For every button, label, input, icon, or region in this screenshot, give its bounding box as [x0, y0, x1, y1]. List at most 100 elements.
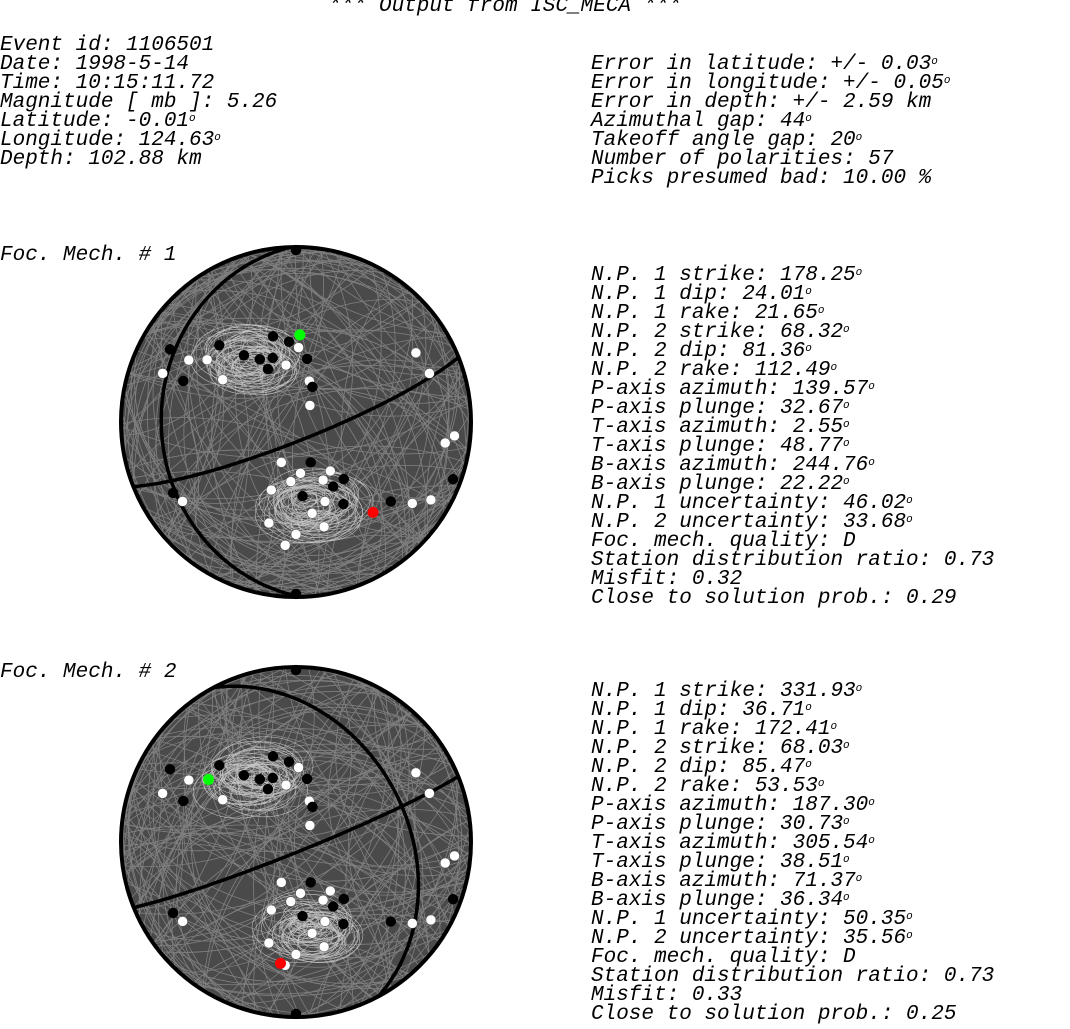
mechanism-2-param-line: T-axis azimuth: 305.54o [591, 832, 875, 855]
mechanism-2-param-line: Misfit: 0.33 [591, 984, 743, 1007]
ray-path [231, 299, 427, 586]
dilatation-station [304, 820, 316, 831]
ray-path [121, 685, 375, 852]
dilatation-station [424, 368, 435, 379]
compression-station [338, 918, 349, 930]
ray-path [127, 317, 437, 399]
ray-path [121, 846, 393, 990]
compression-station [164, 764, 176, 775]
ray-path [225, 261, 470, 404]
mechanism-2-param-line: N.P. 1 uncertainty: 50.35o [591, 908, 913, 931]
dense-ray [267, 477, 357, 531]
compression-station [447, 893, 459, 905]
ray-path [139, 691, 395, 764]
ray-path [121, 833, 442, 941]
compression-station [262, 783, 274, 795]
mechanism-2-param-line: Close to solution prob.: 0.25 [591, 1003, 957, 1026]
dilatation-station [285, 476, 297, 487]
compression-station [167, 907, 179, 919]
ray-path [206, 271, 320, 597]
dense-ray [293, 514, 312, 526]
compression-station [385, 916, 397, 927]
ray-path [275, 667, 424, 981]
ray-path [121, 728, 471, 830]
dense-ray [220, 756, 280, 793]
dilatation-station [410, 767, 422, 779]
mechanism-1-param-line: P-axis plunge: 32.67o [591, 397, 850, 420]
ray-path [121, 781, 449, 929]
ray-path [285, 667, 467, 883]
dense-ray [272, 907, 364, 963]
ray-path [258, 670, 394, 989]
dilatation-station [290, 529, 302, 540]
ray-path [126, 703, 434, 889]
event-info-line: Time: 10:15:11.72 [0, 72, 215, 95]
mechanism-1-param-line: N.P. 1 dip: 24.01o [591, 283, 812, 306]
ray-path [190, 673, 265, 1015]
p-axis-marker [367, 506, 379, 518]
ray-path [151, 718, 420, 942]
dilatation-station [280, 359, 292, 371]
ray-path [144, 696, 402, 942]
compression-station [307, 381, 318, 393]
event-info-line: Magnitude [ mb ]: 5.26 [0, 91, 278, 114]
ray-path [223, 894, 463, 1002]
ray-path [149, 683, 371, 939]
dilatation-station [157, 788, 168, 799]
compression-station [267, 352, 278, 364]
ray-path [125, 272, 471, 467]
ray-path [424, 362, 462, 540]
mechanism-2-label: Foc. Mech. # 2 [0, 661, 177, 684]
dense-ray [221, 331, 286, 370]
ray-path [258, 667, 463, 1016]
dilatation-station [325, 885, 336, 897]
ray-path [268, 844, 471, 1015]
ray-path [192, 951, 433, 995]
ray-path [277, 249, 364, 584]
mechanism-2-param-line: N.P. 1 strike: 331.93o [591, 680, 863, 703]
ray-path [236, 346, 457, 588]
ray-path [127, 373, 410, 556]
ray-path [135, 749, 446, 915]
error-info-line: Error in depth: +/- 2.59 km [591, 91, 932, 114]
ray-path [231, 691, 390, 1006]
compression-station [297, 490, 308, 502]
dilatation-station [279, 540, 291, 551]
dilatation-station [285, 896, 297, 907]
dilatation-station [293, 762, 304, 773]
ray-path [124, 387, 470, 535]
ray-path [373, 313, 450, 580]
ray-path [415, 306, 450, 551]
ray-path [127, 347, 414, 553]
ray-path [241, 732, 433, 1009]
dense-ray [263, 487, 356, 544]
ray-path [308, 881, 467, 1017]
dense-ray [204, 329, 269, 368]
compression-station [338, 498, 349, 510]
mechanism-2-param-line: N.P. 1 rake: 172.41o [591, 718, 838, 741]
compression-station [283, 336, 295, 347]
dense-ray [236, 756, 288, 788]
ray-path [124, 804, 471, 877]
error-info-line: Takeoff angle gap: 20o [591, 129, 863, 152]
dilatation-station [177, 496, 188, 507]
mechanism-1-param-line: B-axis azimuth: 244.76o [591, 454, 875, 477]
mechanism-1-param-line: Close to solution prob.: 0.29 [591, 587, 957, 610]
ray-path [170, 714, 455, 918]
ray-path [125, 684, 375, 802]
ray-path [179, 723, 426, 974]
event-info-line: Latitude: -0.01o [0, 110, 196, 133]
mechanism-2-param-line: N.P. 1 dip: 36.71o [591, 699, 812, 722]
ray-path [262, 247, 357, 587]
ray-path [359, 679, 400, 1005]
compression-station [327, 481, 339, 492]
compression-station [178, 795, 189, 807]
compression-station [338, 473, 350, 485]
compression-station [267, 772, 278, 784]
ray-path [162, 710, 453, 994]
dilatation-station [325, 465, 336, 477]
nodal-plane-2 [133, 356, 460, 489]
dilatation-station [280, 779, 292, 791]
compression-station [167, 487, 179, 499]
